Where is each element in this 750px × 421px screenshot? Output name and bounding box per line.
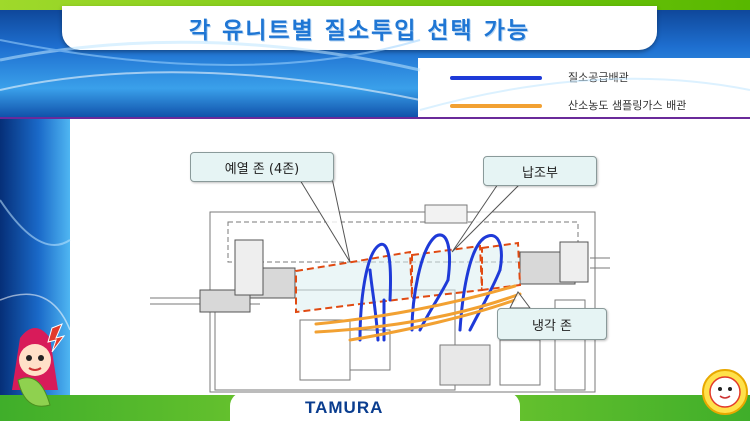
- legend-panel: 질소공급배관 산소농도 샘플링가스 배관: [418, 58, 750, 118]
- footer-logo-area: [230, 392, 520, 421]
- badge-right-icon: [702, 369, 748, 415]
- top-accent-bar: [0, 0, 750, 10]
- mascot-left-icon: [12, 323, 66, 407]
- legend-swatch-sampling: [450, 104, 542, 108]
- legend-swatch-nitrogen: [450, 76, 542, 80]
- sampling-pipes: [314, 284, 522, 342]
- tamura-logo: TAMURA: [305, 398, 383, 418]
- callout-leaders: [299, 177, 531, 309]
- callout-cooling-zone: 냉각 존: [497, 308, 607, 340]
- callout-preheat-zone: 예열 존 (4존): [190, 152, 334, 182]
- callout-solder-bath: 납조부: [483, 156, 597, 186]
- left-conveyor: [199, 239, 296, 313]
- background-streaks: [0, 39, 750, 331]
- page-title: 각 유니트별 질소투입 선택 가능: [188, 18, 531, 44]
- logo-text: TAMURA: [305, 398, 384, 417]
- title-banner: 각 유니트별 질소투입 선택 가능: [62, 6, 657, 50]
- legend-label-sampling: 산소농도 샘플링가스 배관: [568, 99, 687, 112]
- nitrogen-pipes: [358, 233, 503, 342]
- right-conveyor: [519, 241, 589, 285]
- divider-line: [0, 117, 750, 119]
